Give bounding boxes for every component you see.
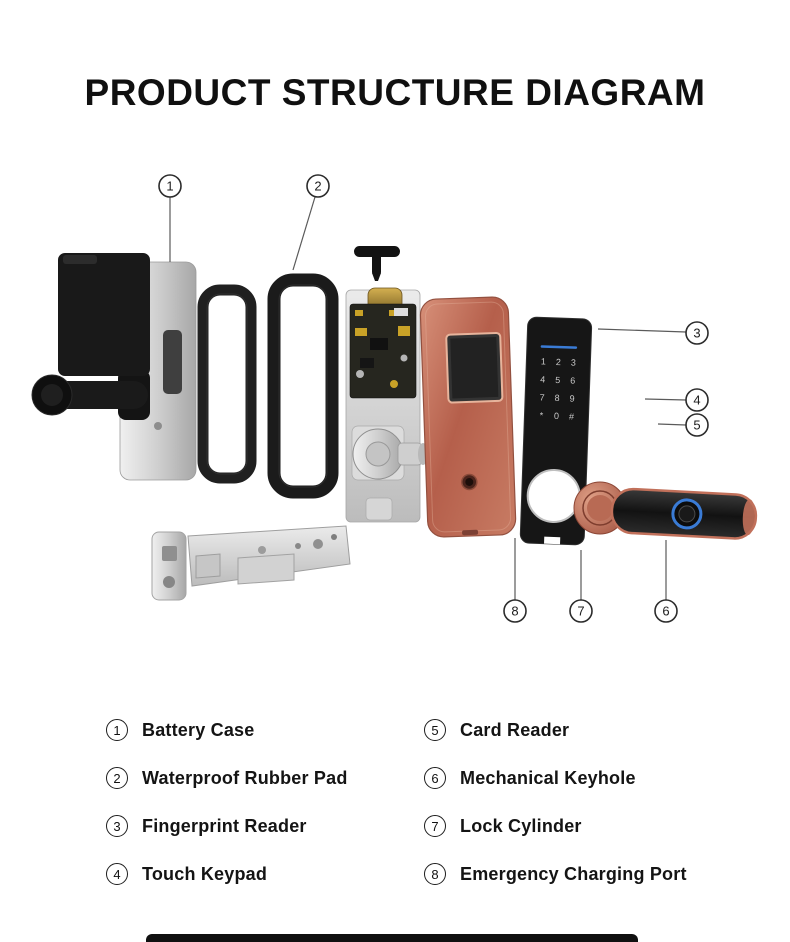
keypad-key: 2 xyxy=(556,357,561,367)
status-indicator-bar xyxy=(540,345,578,349)
next-section-peek-bar xyxy=(146,934,638,942)
keypad-key: 4 xyxy=(540,374,545,384)
svg-text:4: 4 xyxy=(693,393,700,408)
keypad-keys: 1 2 3 4 5 6 7 8 9 * 0 # xyxy=(539,356,576,421)
keypad-key: 0 xyxy=(554,411,559,421)
deadbolt xyxy=(237,553,295,585)
rubber-gasket-small xyxy=(197,284,257,484)
inside-handle xyxy=(31,370,150,420)
page-title: PRODUCT STRUCTURE DIAGRAM xyxy=(84,72,706,113)
leader-line-2 xyxy=(292,196,316,271)
latch-bolt xyxy=(195,553,221,579)
svg-text:1: 1 xyxy=(166,179,173,194)
panel-bottom-notch xyxy=(544,536,561,545)
legend-number-badge: 5 xyxy=(424,719,446,741)
svg-text:3: 3 xyxy=(693,326,700,341)
lock-mechanism-module xyxy=(345,287,428,523)
keypad-key: 9 xyxy=(569,393,574,403)
callout-6: 6 xyxy=(654,540,678,623)
callout-7: 7 xyxy=(569,550,593,623)
legend-label: Fingerprint Reader xyxy=(142,815,307,836)
product-structure-diagram: 1 2 3 4 5 6 7 8 9 * 0 # xyxy=(0,158,790,648)
legend-number-badge: 7 xyxy=(424,815,446,837)
legend-label: Card Reader xyxy=(460,719,570,740)
mortise-lock xyxy=(151,525,351,601)
keypad-key: 6 xyxy=(570,375,575,385)
svg-text:6: 6 xyxy=(662,604,669,619)
exploded-view-svg: 1 2 3 4 5 6 7 8 9 * 0 # xyxy=(31,174,758,623)
emergency-key xyxy=(354,246,400,281)
keypad-key: 1 xyxy=(541,356,546,366)
legend-number-badge: 2 xyxy=(106,767,128,789)
leader-line-5 xyxy=(657,423,687,426)
callout-8: 8 xyxy=(503,538,527,623)
legend-number-badge: 8 xyxy=(424,863,446,885)
legend-number-badge: 3 xyxy=(106,815,128,837)
legend-label: Mechanical Keyhole xyxy=(460,767,636,788)
callout-2: 2 xyxy=(292,174,330,271)
legend-column-left: 1 Battery Case 2 Waterproof Rubber Pad 3… xyxy=(106,706,424,898)
keypad-key: 3 xyxy=(571,357,576,367)
legend-item-touch-keypad: 4 Touch Keypad xyxy=(106,850,424,898)
charging-port-notch xyxy=(462,529,479,536)
legend-number-badge: 1 xyxy=(106,719,128,741)
callout-5: 5 xyxy=(657,413,709,437)
battery-case xyxy=(58,253,150,376)
keypad-key: * xyxy=(540,410,544,420)
legend-number-badge: 4 xyxy=(106,863,128,885)
front-housing xyxy=(419,296,517,538)
svg-text:5: 5 xyxy=(693,418,700,433)
legend-label: Lock Cylinder xyxy=(460,815,582,836)
legend-label: Battery Case xyxy=(142,719,255,740)
leader-line-4 xyxy=(644,398,687,401)
svg-text:2: 2 xyxy=(314,179,321,194)
keypad-key: 5 xyxy=(555,375,560,385)
cylinder-hole xyxy=(526,468,581,523)
circuit-board xyxy=(349,303,417,399)
legend: 1 Battery Case 2 Waterproof Rubber Pad 3… xyxy=(106,706,748,898)
callout-1: 1 xyxy=(158,174,182,262)
legend-column-right: 5 Card Reader 6 Mechanical Keyhole 7 Loc… xyxy=(424,706,748,898)
legend-item-waterproof-rubber-pad: 2 Waterproof Rubber Pad xyxy=(106,754,424,802)
faceplate xyxy=(151,531,187,601)
svg-text:8: 8 xyxy=(511,604,518,619)
legend-item-card-reader: 5 Card Reader xyxy=(424,706,748,754)
legend-label: Waterproof Rubber Pad xyxy=(142,767,348,788)
legend-item-emergency-charging-port: 8 Emergency Charging Port xyxy=(424,850,748,898)
keypad-key: # xyxy=(569,411,574,421)
keypad-key: 8 xyxy=(554,393,559,403)
callouts: 1 2 3 4 5 6 7 xyxy=(158,174,709,623)
callout-4: 4 xyxy=(644,388,709,412)
legend-item-lock-cylinder: 7 Lock Cylinder xyxy=(424,802,748,850)
keypad-key: 7 xyxy=(539,392,544,402)
legend-item-mechanical-keyhole: 6 Mechanical Keyhole xyxy=(424,754,748,802)
legend-label: Emergency Charging Port xyxy=(460,863,687,884)
door-handle xyxy=(573,481,758,540)
rubber-gasket-large xyxy=(267,273,339,499)
callout-3: 3 xyxy=(597,321,709,345)
legend-item-fingerprint-reader: 3 Fingerprint Reader xyxy=(106,802,424,850)
legend-item-battery-case: 1 Battery Case xyxy=(106,706,424,754)
svg-text:7: 7 xyxy=(577,604,584,619)
legend-number-badge: 6 xyxy=(424,767,446,789)
legend-label: Touch Keypad xyxy=(142,863,268,884)
leader-line-3 xyxy=(597,328,687,333)
